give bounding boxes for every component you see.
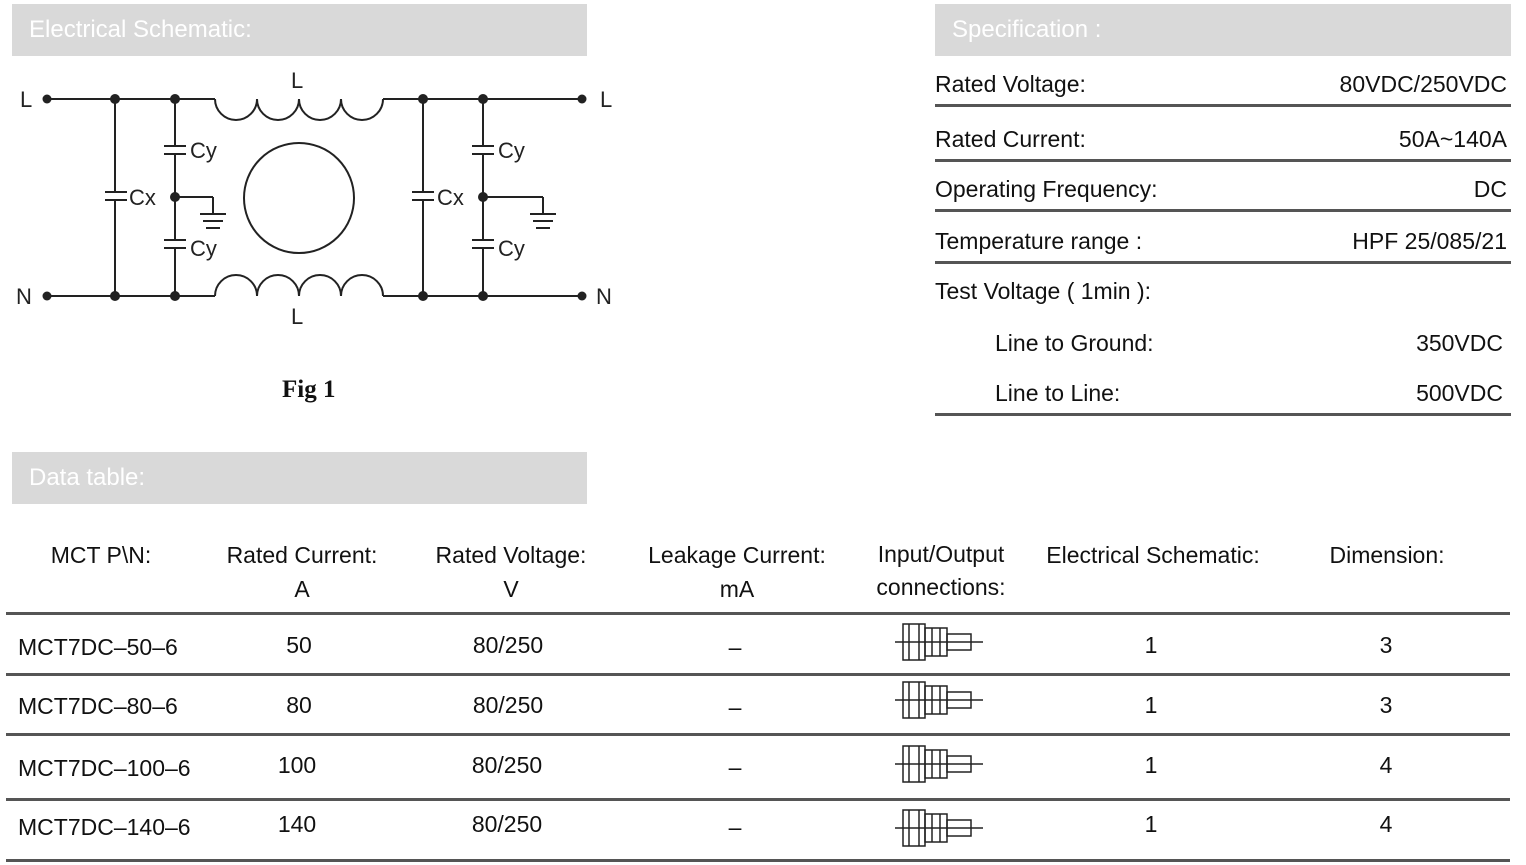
spec-label: Line to Line: xyxy=(995,380,1121,406)
dimension-cell: 3 xyxy=(1379,632,1393,658)
cy-label-left-top: Cy xyxy=(190,138,217,163)
part-number-cell: MCT7DC–100–6 xyxy=(18,755,191,781)
table-rule xyxy=(6,673,1510,676)
spec-label: Temperature range : xyxy=(935,228,1143,254)
column-header-part-number: MCT P\N: xyxy=(50,542,152,568)
terminal-bolt-icon xyxy=(895,623,983,661)
spec-value: DC xyxy=(1473,176,1507,202)
inductor-top xyxy=(214,98,384,121)
voltage-cell: 80/250 xyxy=(471,811,543,837)
cy-label-left-bottom: Cy xyxy=(190,236,217,261)
spec-row-test-voltage: Test Voltage ( 1min ): xyxy=(935,271,1511,311)
terminal-label-L-out: L xyxy=(600,87,612,112)
spec-value: 500VDC xyxy=(1416,380,1503,406)
cx-label-left: Cx xyxy=(129,185,156,210)
dimension-cell: 4 xyxy=(1379,752,1393,778)
dimension-cell: 4 xyxy=(1379,811,1393,837)
spec-label: Rated Voltage: xyxy=(935,71,1086,97)
leakage-cell: – xyxy=(728,754,742,780)
inductor-bottom xyxy=(214,274,384,297)
filter-schematic-diagram: L L N N L L Cx Cx Cy Cy Cy Cy xyxy=(16,68,612,329)
spec-label: Test Voltage ( 1min ): xyxy=(935,278,1152,304)
cy-label-right-top: Cy xyxy=(498,138,525,163)
leakage-cell: – xyxy=(728,634,742,660)
leakage-cell: – xyxy=(728,694,742,720)
spec-value: HPF 25/085/21 xyxy=(1352,228,1507,254)
column-header-electrical-schematic: Electrical Schematic: xyxy=(1046,542,1260,568)
table-rule xyxy=(6,798,1510,801)
data-table-section-header: Data table: xyxy=(12,452,587,504)
table-rule xyxy=(6,733,1510,736)
schematic-cell: 1 xyxy=(1144,692,1158,718)
inductor-label-top: L xyxy=(291,68,303,93)
schematic-cell: 1 xyxy=(1144,632,1158,658)
part-number-cell: MCT7DC–80–6 xyxy=(18,693,178,719)
dimension-cell: 3 xyxy=(1379,692,1393,718)
current-cell: 80 xyxy=(286,692,312,718)
column-header-leakage-current: Leakage Current:mA xyxy=(648,542,826,602)
schematic-cell: 1 xyxy=(1144,752,1158,778)
voltage-cell: 80/250 xyxy=(472,632,544,658)
inductor-label-bottom: L xyxy=(291,304,303,329)
spec-row-operating-frequency: Operating Frequency: DC xyxy=(935,169,1511,212)
current-cell: 140 xyxy=(277,811,317,837)
spec-row-temperature-range: Temperature range : HPF 25/085/21 xyxy=(935,221,1511,264)
spec-row-line-to-ground: Line to Ground: 350VDC xyxy=(935,323,1511,363)
figure-caption: Fig 1 xyxy=(282,376,336,403)
voltage-cell: 80/250 xyxy=(472,692,544,718)
cx-label-right: Cx xyxy=(437,185,464,210)
schematic-section-header: Electrical Schematic: xyxy=(12,4,587,56)
terminal-label-N-in: N xyxy=(16,284,32,309)
spec-row-line-to-line: Line to Line: 500VDC xyxy=(935,373,1511,416)
terminal-label-N-out: N xyxy=(596,284,612,309)
schematic-cell: 1 xyxy=(1144,811,1158,837)
terminal-label-L-in: L xyxy=(20,87,32,112)
column-header-dimension: Dimension: xyxy=(1329,542,1445,568)
cy-label-right-bottom: Cy xyxy=(498,236,525,261)
terminal-bolt-icon xyxy=(895,809,983,847)
spec-value: 50A~140A xyxy=(1398,126,1507,152)
spec-row-rated-current: Rated Current: 50A~140A xyxy=(935,119,1511,162)
terminal-bolt-icon xyxy=(895,745,983,783)
current-cell: 100 xyxy=(277,752,317,778)
spec-label: Operating Frequency: xyxy=(935,176,1158,202)
spec-label: Line to Ground: xyxy=(995,330,1154,356)
spec-value: 80VDC/250VDC xyxy=(1339,71,1507,97)
terminal-bolt-icon xyxy=(895,681,983,719)
voltage-cell: 80/250 xyxy=(471,752,543,778)
spec-label: Rated Current: xyxy=(935,126,1086,152)
part-number-cell: MCT7DC–50–6 xyxy=(18,634,178,660)
leakage-cell: – xyxy=(728,814,742,840)
current-cell: 50 xyxy=(286,632,312,658)
column-header-rated-voltage: Rated Voltage:V xyxy=(435,542,587,602)
table-rule xyxy=(6,859,1510,862)
spec-row-rated-voltage: Rated Voltage: 80VDC/250VDC xyxy=(935,64,1511,107)
specification-section-header: Specification : xyxy=(935,4,1511,56)
toroid-core xyxy=(243,142,355,254)
table-rule xyxy=(6,612,1510,615)
spec-value: 350VDC xyxy=(1416,330,1503,356)
part-number-cell: MCT7DC–140–6 xyxy=(18,814,191,840)
column-header-rated-current: Rated Current:A xyxy=(226,542,378,602)
